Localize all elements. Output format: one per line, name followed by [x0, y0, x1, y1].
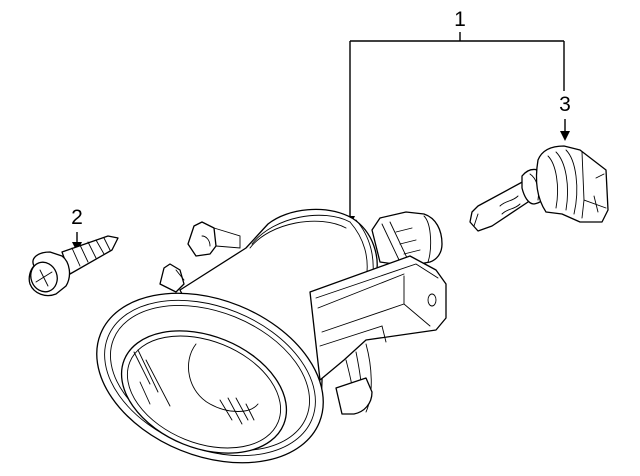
bulb-part — [469, 145, 609, 232]
callout-1-label: 1 — [454, 8, 466, 31]
callout-3-leader — [560, 119, 570, 141]
fog-lamp-housing-part — [96, 208, 447, 464]
callout-2-label: 2 — [71, 206, 83, 229]
callout-3-label: 3 — [559, 93, 571, 116]
screw-part — [28, 235, 119, 297]
